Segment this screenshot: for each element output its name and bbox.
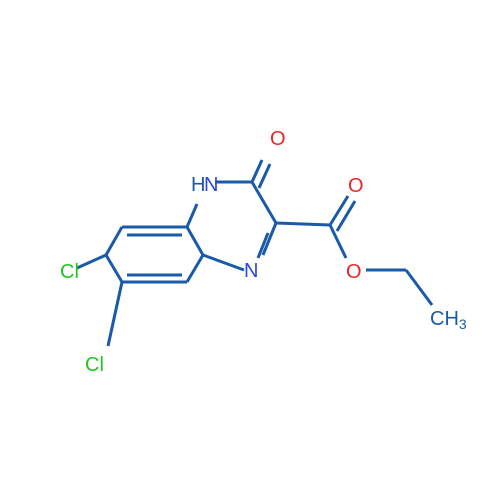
bond bbox=[275, 221, 331, 227]
carbonyl-oxygen-label: O bbox=[348, 175, 364, 197]
ring-nitrogen-label: N bbox=[244, 260, 258, 282]
keto-oxygen-label: O bbox=[270, 128, 286, 150]
bond-keto bbox=[250, 159, 264, 183]
h-label: H bbox=[191, 174, 205, 196]
atom-labels: H N N O O O Cl Cl CH3 bbox=[60, 128, 467, 376]
bonds bbox=[76, 159, 434, 347]
bond bbox=[185, 254, 205, 283]
bond-double-cn bbox=[256, 232, 270, 259]
bond-c-n bbox=[261, 222, 278, 256]
bond bbox=[104, 226, 124, 256]
bond-keto-double bbox=[257, 163, 272, 189]
methyl-ch: CH bbox=[430, 308, 459, 330]
bond bbox=[250, 181, 278, 224]
bond-carbonyl bbox=[328, 195, 350, 226]
ester-oxygen-label: O bbox=[346, 261, 362, 283]
bond-cl bbox=[76, 253, 107, 270]
chlorine-label-2: Cl bbox=[85, 354, 104, 376]
bond-carbonyl-double bbox=[335, 200, 357, 232]
nh-nitrogen-label: N bbox=[204, 174, 218, 196]
bond-n-c bbox=[202, 253, 245, 272]
bond bbox=[104, 254, 124, 283]
bond-nh bbox=[185, 203, 199, 228]
methyl-subscript: 3 bbox=[459, 316, 467, 332]
methyl-label: CH3 bbox=[430, 308, 467, 332]
bond-c-ch3 bbox=[404, 269, 434, 306]
bond-ester-o bbox=[328, 224, 348, 259]
bond-cl bbox=[106, 281, 124, 347]
chlorine-label-1: Cl bbox=[60, 261, 79, 283]
bond bbox=[185, 226, 205, 256]
